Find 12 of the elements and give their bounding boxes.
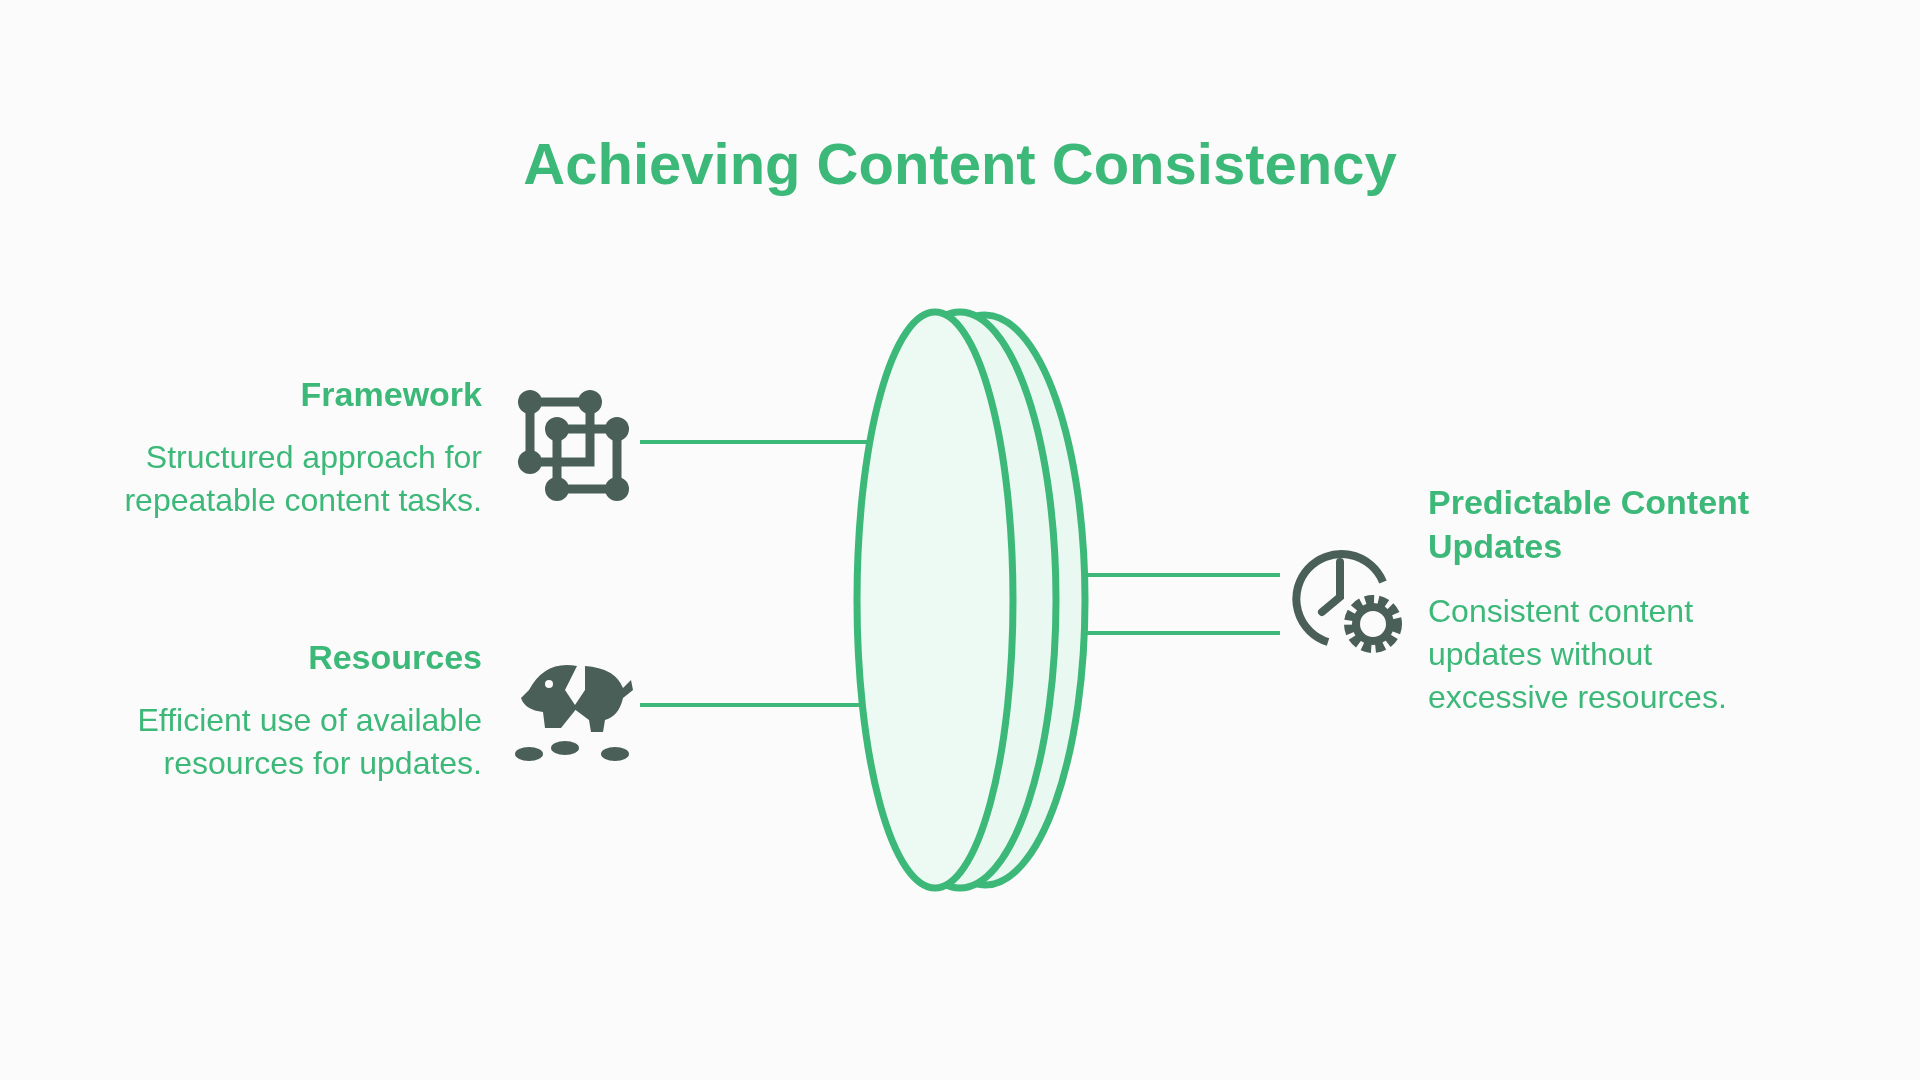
heading: Predictable Content Updates	[1428, 482, 1751, 567]
connector-line	[1086, 573, 1280, 577]
connector-line	[640, 703, 861, 707]
heading: Resources	[307, 637, 482, 678]
connector-line	[1086, 631, 1280, 635]
title: Achieving Content Consistency	[522, 130, 1398, 197]
lens-drawing	[853, 308, 1089, 892]
description: Efficient use of available resources for updates.	[136, 701, 482, 783]
description: Structured approach for repeatable content tasks.	[123, 438, 482, 520]
connector-line	[640, 440, 868, 444]
heading: Framework	[299, 374, 482, 415]
description: Consistent content updates without excessive resources.	[1428, 592, 1728, 717]
